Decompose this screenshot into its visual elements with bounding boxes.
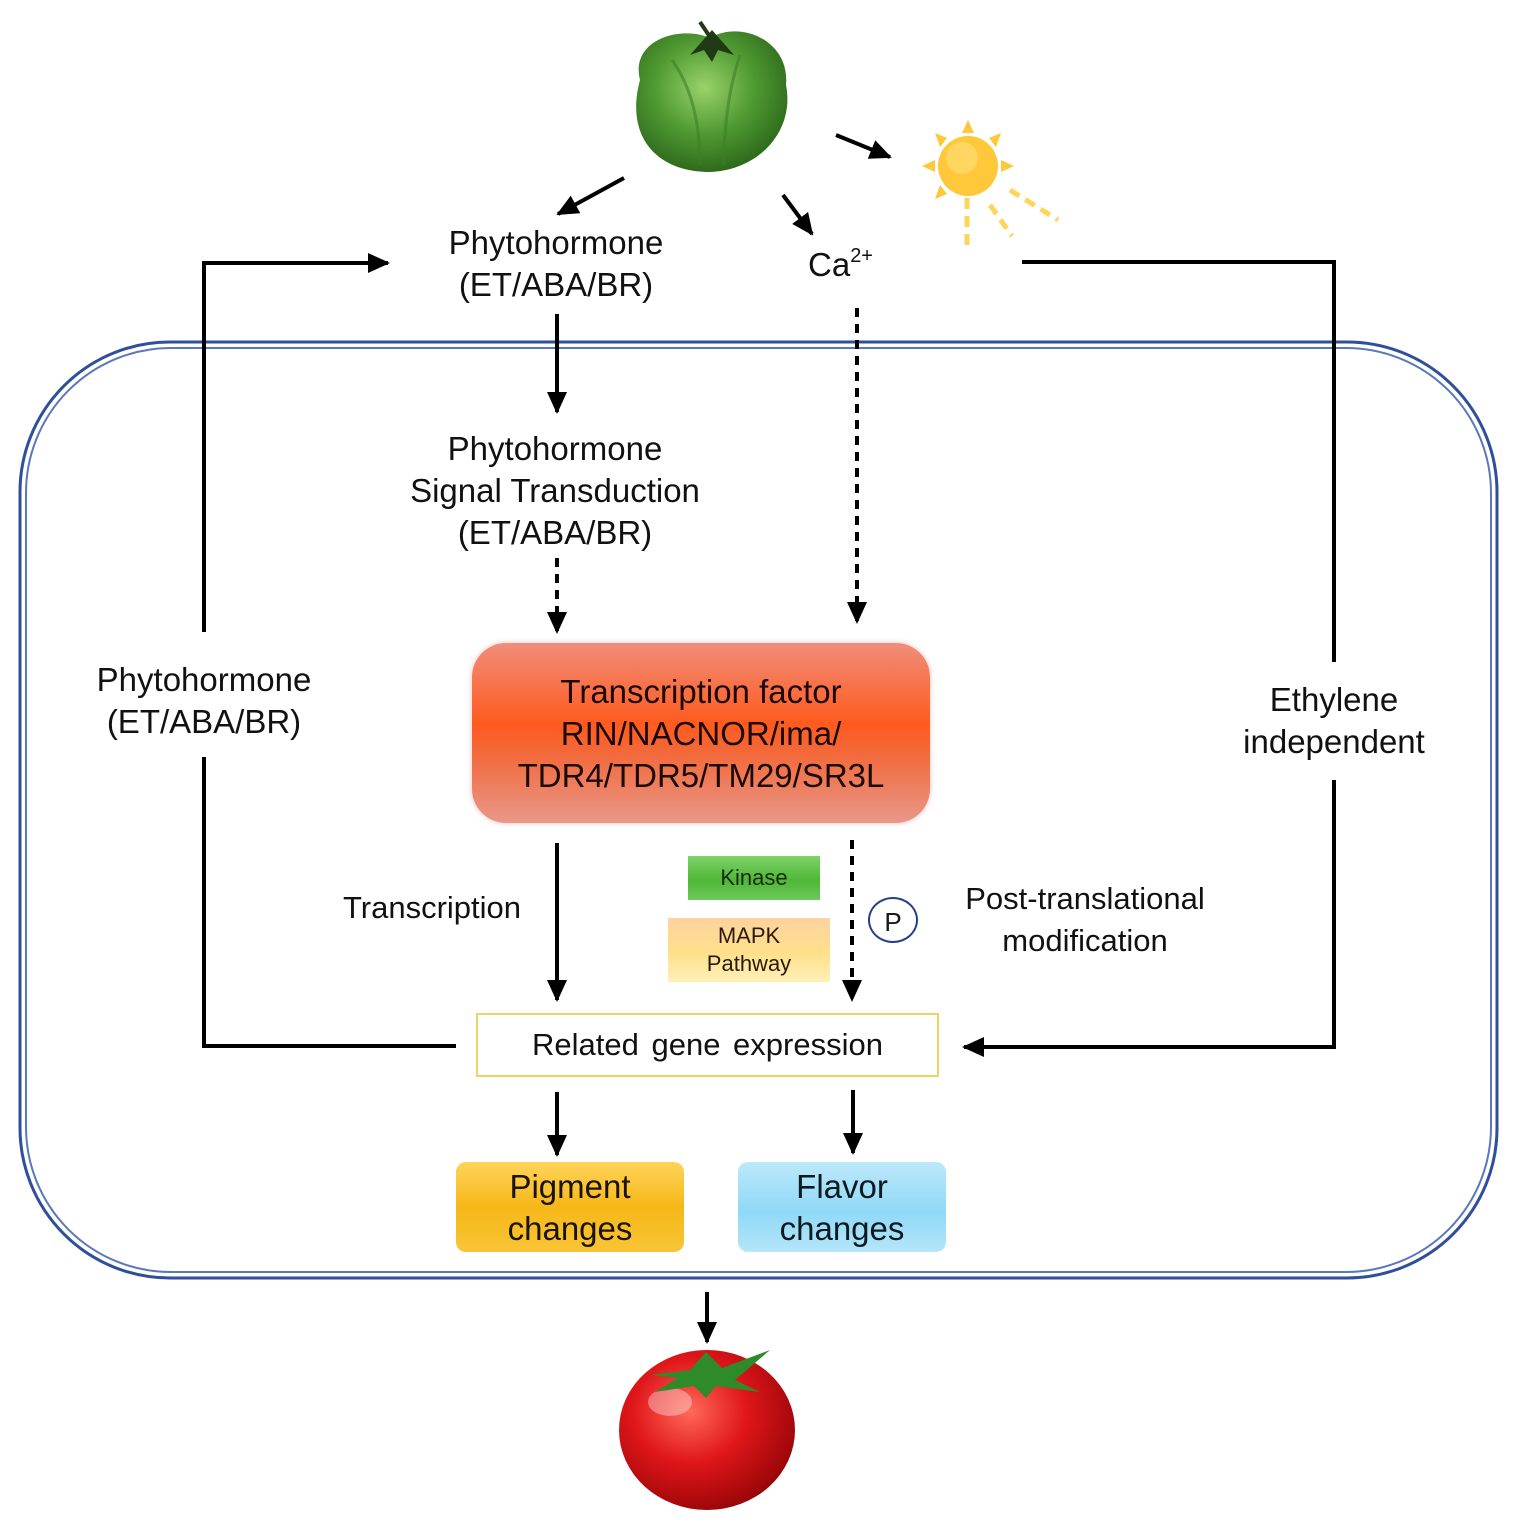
- ethylene-line2: independent: [1243, 723, 1425, 760]
- pigment-line2: changes: [507, 1210, 633, 1247]
- ripe-red-tomato-icon: [619, 1350, 795, 1510]
- signal-transduction-label: Phytohormone Signal Transduction (ET/ABA…: [380, 428, 730, 554]
- cell-membrane-outer: [18, 340, 1499, 1280]
- feedback-line1: Phytohormone: [96, 661, 312, 698]
- feedback-phytohormone-label: Phytohormone (ET/ABA/BR): [78, 659, 330, 743]
- calcium-symbol: Ca: [808, 246, 851, 283]
- pigment-changes-box: Pigment changes: [456, 1162, 684, 1252]
- calcium-charge: 2+: [850, 245, 873, 267]
- mapk-line1: MAPK: [717, 923, 781, 948]
- calcium-label: Ca2+: [808, 244, 908, 286]
- ethylene-independent-label: Ethylene independent: [1224, 679, 1444, 763]
- flavor-line1: Flavor: [796, 1168, 888, 1205]
- tf-line3: TDR4/TDR5/TM29/SR3L: [517, 757, 885, 794]
- mapk-line2: Pathway: [706, 951, 792, 976]
- arrow-tomato-to-sun: [835, 133, 892, 159]
- right-branch-upper: [1022, 260, 1336, 662]
- flavor-line2: changes: [779, 1210, 905, 1247]
- ptm-line2: modification: [1002, 923, 1168, 958]
- transduction-line1: Phytohormone: [447, 430, 663, 467]
- tf-line2: RIN/NACNOR/ima/: [560, 715, 842, 752]
- phytohormone-label: Phytohormone (ET/ABA/BR): [430, 222, 682, 306]
- left-feedback-loop-lower: [202, 757, 456, 1048]
- arrow-tomato-to-calcium: [781, 193, 814, 236]
- feedback-line2: (ET/ABA/BR): [106, 703, 302, 740]
- tf-line1: Transcription factor: [560, 673, 842, 710]
- arrow-tomato-to-phytohormone: [556, 176, 625, 216]
- flavor-changes-box: Flavor changes: [738, 1162, 946, 1252]
- unripe-green-tomato-icon: [636, 20, 788, 173]
- transcription-label: Transcription: [342, 890, 522, 925]
- transduction-line3: (ET/ABA/BR): [457, 514, 653, 551]
- phytohormone-title: Phytohormone: [448, 224, 664, 261]
- related-gene-expression-box: Related gene expression: [476, 1013, 939, 1077]
- left-feedback-loop-upper: [202, 253, 390, 632]
- right-branch-lower: [962, 780, 1336, 1057]
- ptm-line1: Post-translational: [965, 881, 1205, 916]
- mapk-pathway-box: MAPK Pathway: [668, 918, 830, 982]
- phytohormone-subtitle: (ET/ABA/BR): [458, 266, 654, 303]
- transcription-factor-box: Transcription factor RIN/NACNOR/ima/ TDR…: [472, 643, 930, 823]
- sun-icon: [922, 120, 1060, 246]
- kinase-box: Kinase: [688, 856, 820, 900]
- phosphorylation-badge: P: [868, 897, 918, 943]
- ethylene-line1: Ethylene: [1269, 681, 1399, 718]
- post-translational-label: Post-translational modification: [940, 878, 1230, 962]
- pigment-line1: Pigment: [509, 1168, 631, 1205]
- transduction-line2: Signal Transduction: [410, 472, 700, 509]
- cell-membrane-inner: [25, 347, 1492, 1273]
